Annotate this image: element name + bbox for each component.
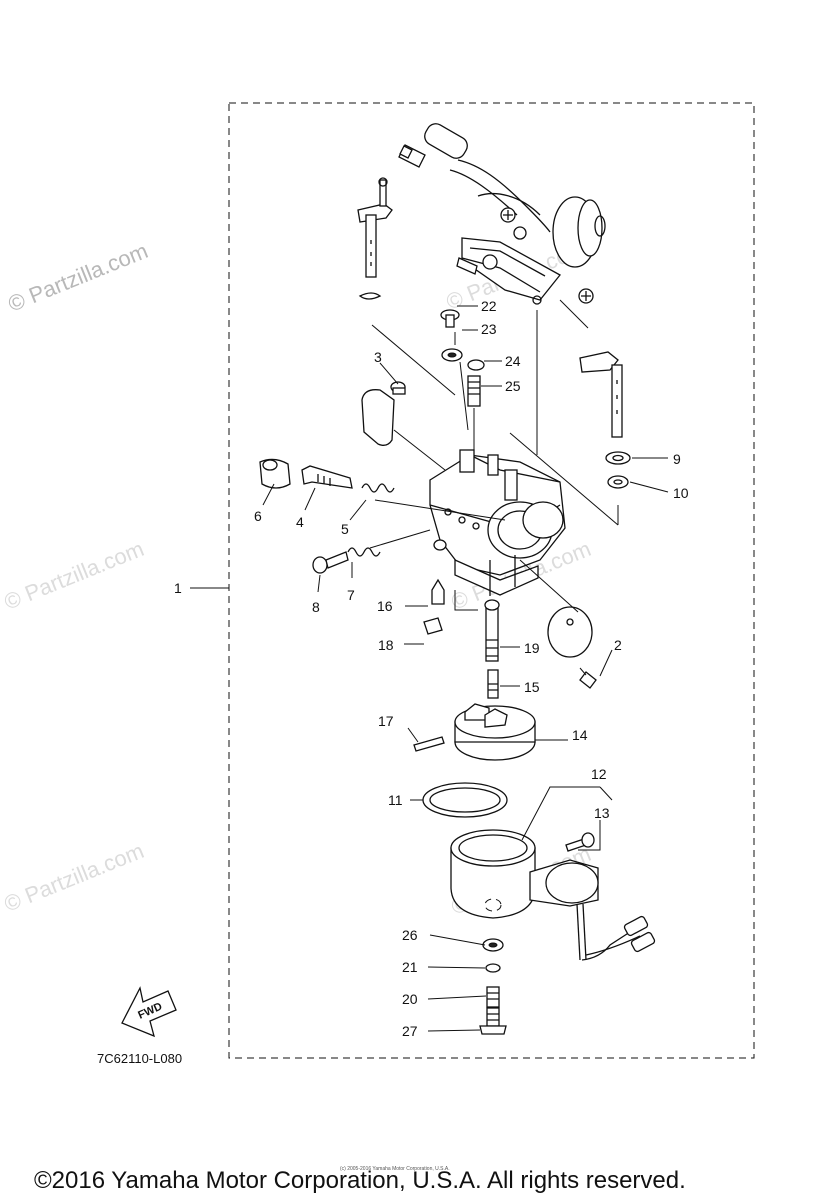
fwd-arrow-icon: FWD	[121, 986, 177, 1038]
callout-7: 7	[347, 587, 355, 603]
carburetor-body	[429, 449, 566, 596]
cover-plate-3	[361, 381, 406, 446]
watermark-faint-2: © Partzilla.com	[1, 838, 148, 917]
float-14	[454, 703, 536, 761]
callout-23: 23	[481, 321, 497, 337]
choke-solenoid	[398, 123, 606, 268]
throttle-shaft-right	[579, 351, 623, 438]
callout-10: 10	[673, 485, 689, 501]
callout-19: 19	[524, 640, 540, 656]
jet-25	[467, 375, 481, 407]
callout-26: 26	[402, 927, 418, 943]
drain-screw-27	[479, 1007, 507, 1035]
callout-14: 14	[572, 727, 588, 743]
callout-4: 4	[296, 514, 304, 530]
watermark-faint-1: © Partzilla.com	[1, 536, 148, 615]
spring-5	[361, 483, 395, 493]
callout-12: 12	[591, 766, 607, 782]
spring-7	[347, 547, 381, 557]
screw-8	[312, 551, 349, 574]
callout-24: 24	[505, 353, 521, 369]
callout-11: 11	[388, 792, 403, 808]
diagram-code: 7C62110-L080	[97, 1051, 182, 1066]
plug-20	[486, 986, 500, 1008]
screw-13	[565, 832, 595, 852]
callout-20: 20	[402, 991, 418, 1007]
callout-21: 21	[402, 959, 418, 975]
pin-17	[413, 736, 445, 752]
float-bowl-12	[450, 829, 656, 961]
main-nozzle-19	[484, 599, 500, 662]
callout-27: 27	[402, 1023, 418, 1039]
assembly-boundary	[228, 102, 755, 1059]
cover-2	[547, 606, 597, 689]
washer-10	[607, 475, 629, 489]
small-print: (c) 2005-2016 Yamaha Motor Corporation, …	[340, 1166, 450, 1172]
washer-23	[441, 348, 463, 362]
main-jet-15	[487, 669, 499, 699]
callout-5: 5	[341, 521, 349, 537]
screw-22	[440, 309, 460, 328]
copyright-notice: ©2016 Yamaha Motor Corporation, U.S.A. A…	[34, 1167, 686, 1194]
callout-17: 17	[378, 713, 394, 729]
callout-22: 22	[481, 298, 497, 314]
washer-9	[605, 451, 631, 465]
cap-6	[259, 458, 291, 489]
callout-13: 13	[594, 805, 610, 821]
throttle-shaft-left	[357, 177, 393, 300]
callout-8: 8	[312, 599, 320, 615]
callout-9: 9	[673, 451, 681, 467]
o-ring-24	[467, 359, 485, 371]
callout-25: 25	[505, 378, 521, 394]
needle-16	[431, 578, 445, 605]
callout-3: 3	[374, 349, 382, 365]
pilot-screw-4	[301, 465, 353, 489]
callout-18: 18	[378, 637, 394, 653]
callout-1: 1	[174, 580, 182, 596]
callout-16: 16	[377, 598, 393, 614]
callout-2: 2	[614, 637, 622, 653]
callout-6: 6	[254, 508, 262, 524]
bracket-plate	[456, 237, 594, 305]
watermark-main: © Partzilla.com	[5, 238, 152, 317]
callout-15: 15	[524, 679, 540, 695]
o-ring-21	[485, 963, 501, 973]
clip-18	[423, 617, 443, 635]
